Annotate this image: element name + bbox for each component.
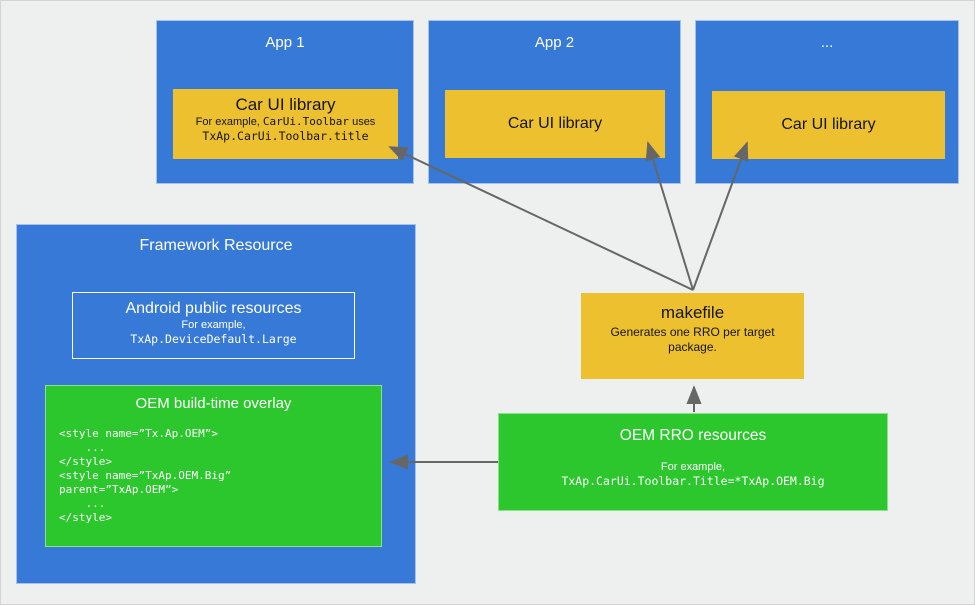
- makefile-title: makefile: [660, 303, 725, 322]
- app-1-title: App 1: [265, 34, 305, 51]
- car-ui-library-note: For example, CarUi.Toolbar uses: [173, 115, 398, 129]
- note-suffix: uses: [349, 116, 376, 128]
- oem-rro-resources-title: OEM RRO resources: [619, 427, 767, 444]
- code-line: <style name=”Tx.Ap.OEM”>: [59, 427, 218, 440]
- code-line: ...: [59, 497, 106, 510]
- makefile-subtitle: Generates one RRO per target package.: [610, 325, 775, 354]
- car-ui-library-resource-name: TxAp.CarUi.Toolbar.title: [202, 129, 369, 143]
- app-1-box: App 1 Car UI library For example, CarUi.…: [156, 20, 414, 184]
- code-line: </style>: [59, 511, 112, 524]
- car-ui-library-title: Car UI library: [507, 115, 603, 132]
- oem-build-time-overlay-title: OEM build-time overlay: [135, 395, 292, 412]
- code-line: parent=”TxAp.OEM”>: [59, 483, 179, 496]
- app-more-box: ... Car UI library: [695, 20, 959, 184]
- android-public-resources-box: Android public resources For example, Tx…: [72, 292, 355, 359]
- app-2-title: App 2: [534, 34, 575, 51]
- android-public-resources-example-label: For example,: [181, 319, 246, 331]
- code-line: ...: [59, 441, 106, 454]
- car-ui-library-title: Car UI library: [235, 95, 336, 114]
- app-2-box: App 2 Car UI library: [428, 20, 681, 184]
- car-ui-library-box-app3: Car UI library: [712, 91, 945, 159]
- oem-rro-example-label: For example,: [660, 461, 726, 473]
- oem-build-time-overlay-box: OEM build-time overlay <style name=”Tx.A…: [45, 385, 382, 547]
- framework-resource-box: Framework Resource Android public resour…: [16, 224, 416, 584]
- car-ui-library-box-app2: Car UI library: [445, 90, 665, 158]
- app-more-title: ...: [820, 34, 834, 51]
- car-ui-library-title: Car UI library: [781, 116, 876, 133]
- oem-overlay-code-block: <style name=”Tx.Ap.OEM”> ... </style> <s…: [59, 427, 381, 525]
- framework-resource-title: Framework Resource: [139, 237, 293, 254]
- oem-rro-resources-box: OEM RRO resources For example, TxAp.CarU…: [498, 413, 888, 511]
- note-prefix: For example,: [195, 116, 263, 128]
- car-ui-library-box-app1: Car UI library For example, CarUi.Toolba…: [173, 89, 398, 159]
- note-code: CarUi.Toolbar: [262, 115, 350, 128]
- code-line: <style name=”TxAp.OEM.Big”: [59, 469, 232, 482]
- android-public-resources-title: Android public resources: [125, 300, 302, 317]
- code-line: </style>: [59, 455, 112, 468]
- oem-rro-example-value: TxAp.CarUi.Toolbar.Title=*TxAp.OEM.Big: [561, 474, 825, 488]
- android-public-resources-example-value: TxAp.DeviceDefault.Large: [130, 332, 297, 346]
- makefile-box: makefile Generates one RRO per target pa…: [581, 293, 804, 379]
